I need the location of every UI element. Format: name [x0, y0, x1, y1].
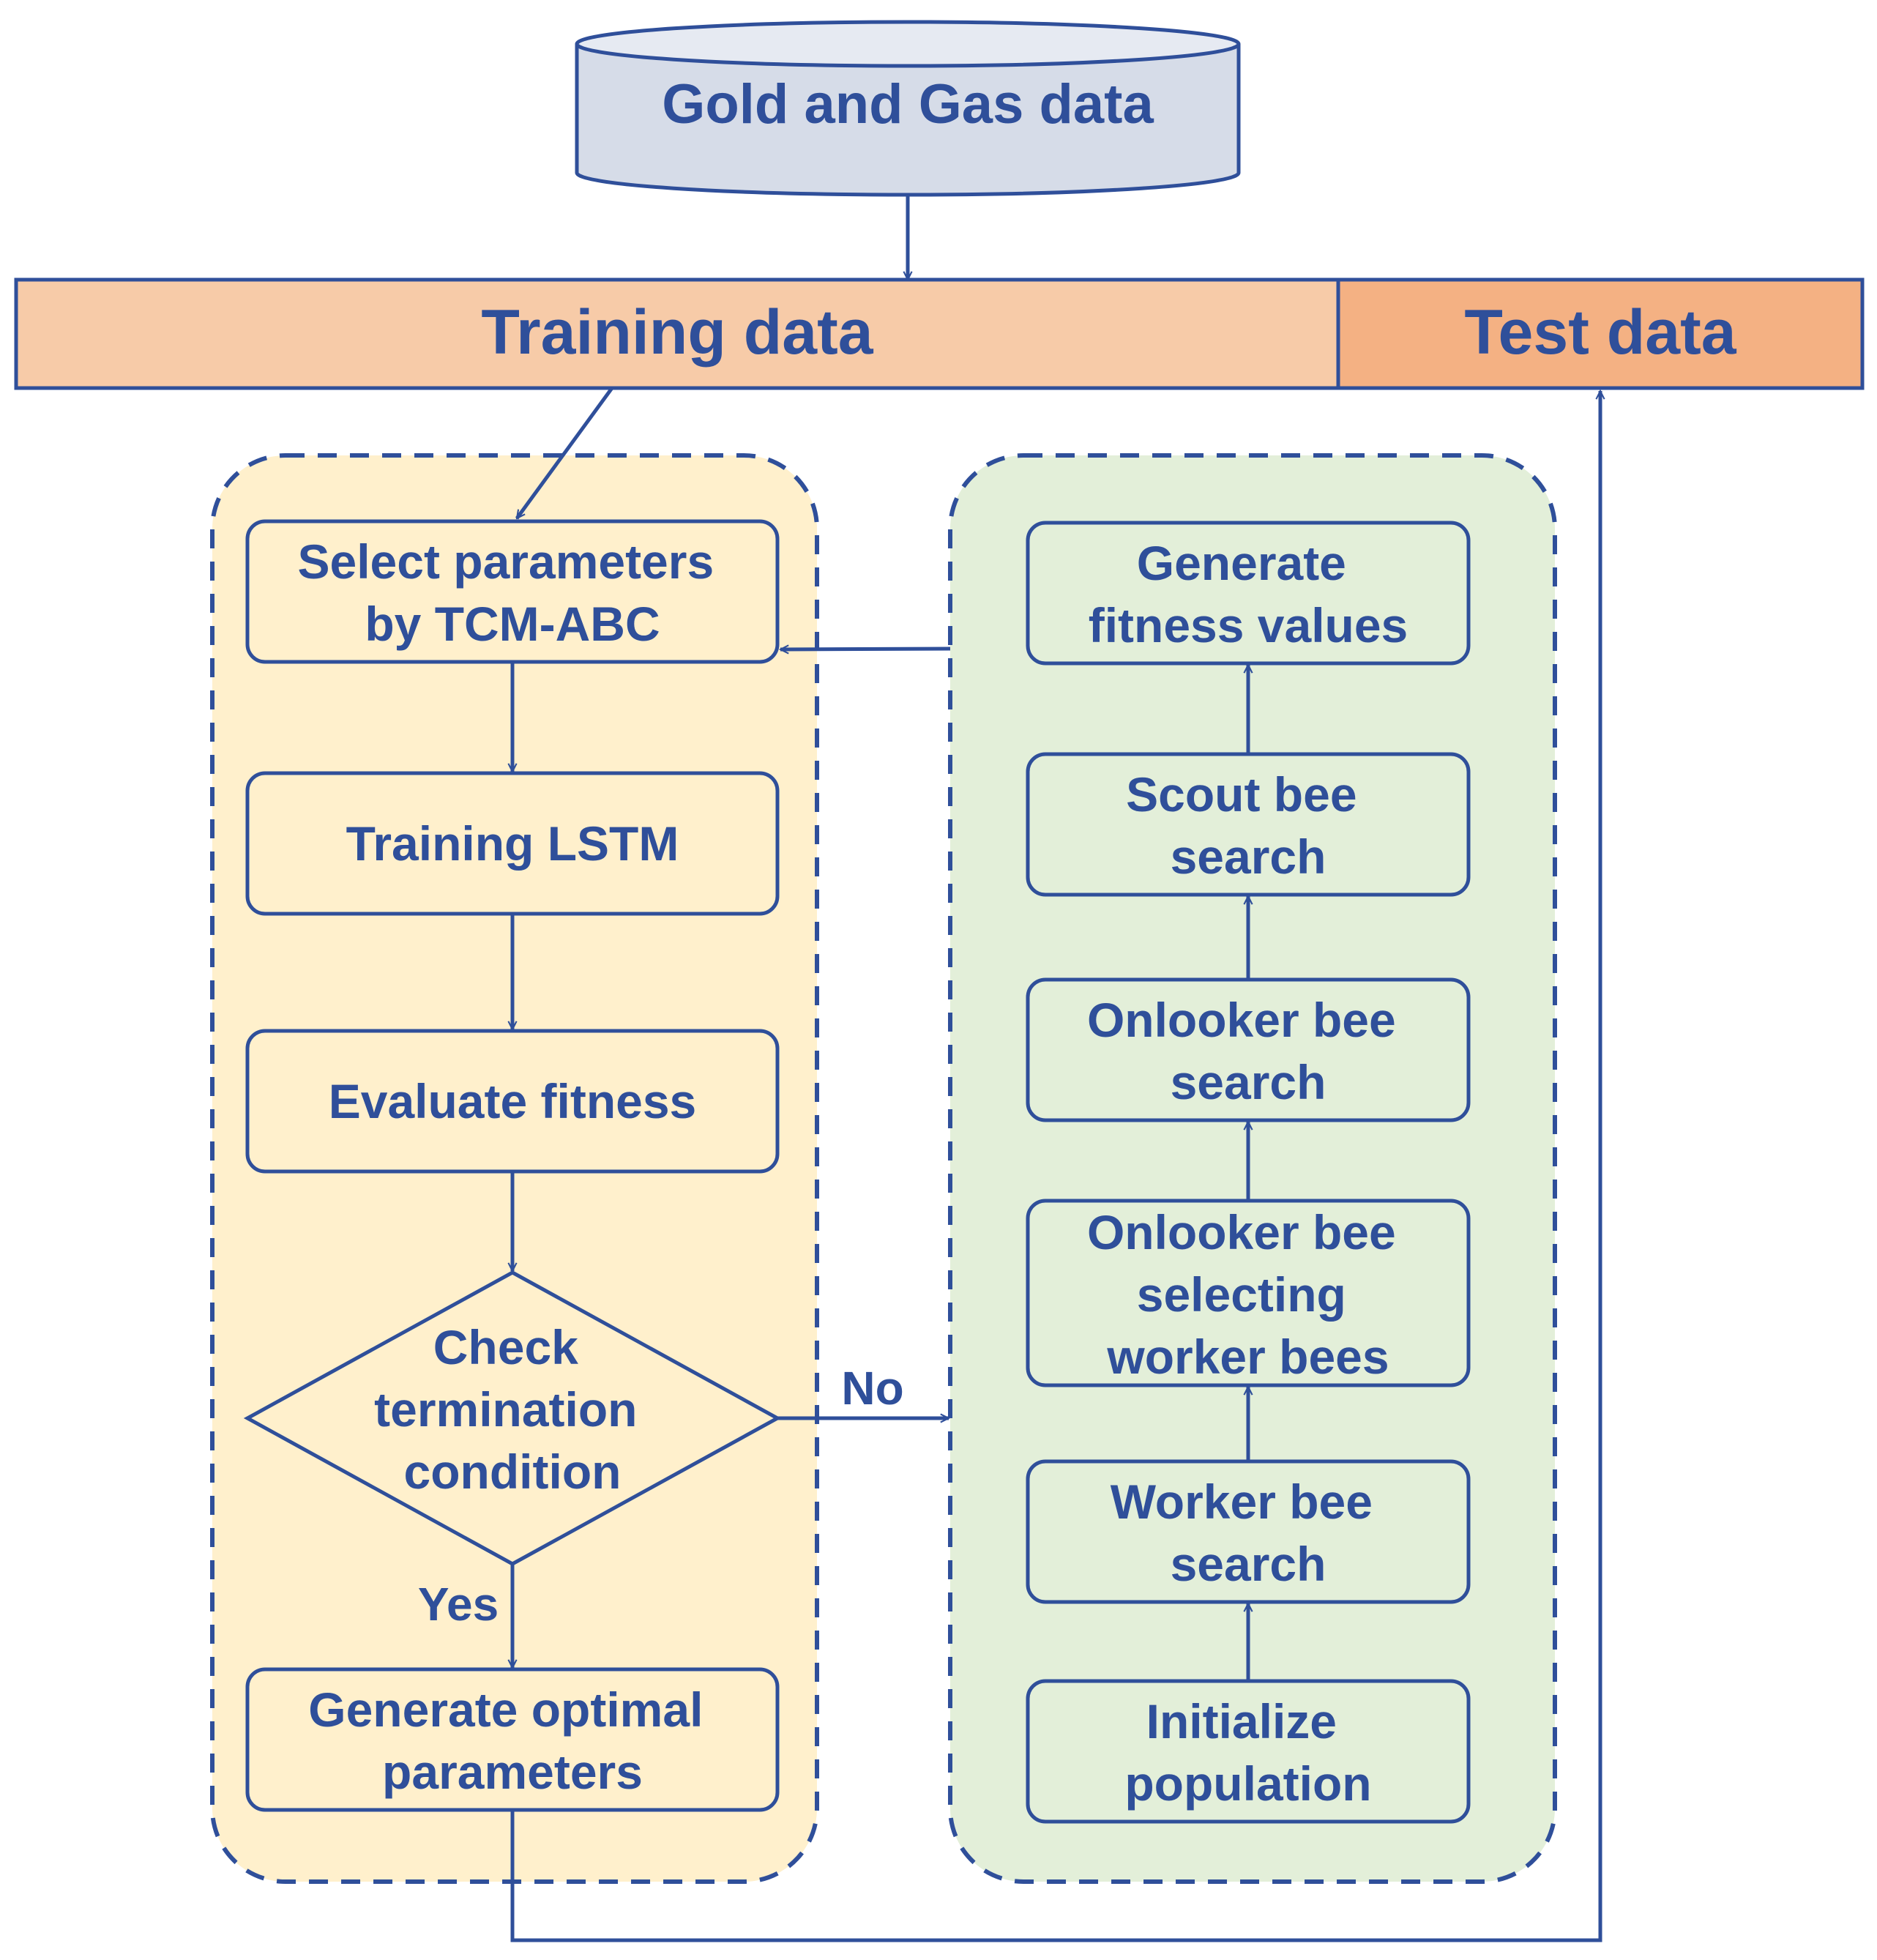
generate-optimal-label: Generate optimal parameters [308, 1683, 717, 1799]
onlooker-select-label: Onlooker bee selecting worker bees [1087, 1205, 1409, 1384]
gold-and-gas-database: Gold and Gas data [575, 20, 1241, 197]
worker-bee-label: Worker bee search [1111, 1475, 1387, 1591]
abc-panel [948, 453, 1557, 1884]
arrow-training-to-select [515, 387, 614, 518]
onlooker-search-label: Onlooker bee search [1087, 993, 1409, 1109]
database-label: Gold and Gas data [662, 73, 1154, 135]
select-parameters-label: Select parameters by TCM-ABC [297, 534, 727, 651]
arrow-optimal-to-test-data [510, 391, 1600, 1942]
training-data-label: Training data [481, 297, 873, 368]
generate-fitness-label: Generate fitness values [1089, 536, 1408, 652]
scout-bee-label: Scout bee search [1126, 767, 1370, 884]
training-lstm-label: Training LSTM [346, 816, 679, 871]
yes-label: Yes [418, 1578, 499, 1631]
training-data-bar [14, 277, 1340, 390]
evaluate-fitness-label: Evaluate fitness [329, 1074, 697, 1128]
initialize-population-label: Initialize population [1124, 1694, 1371, 1811]
generate-fitness-box [1026, 521, 1471, 666]
check-termination-label: Check termination condition [374, 1320, 651, 1499]
test-data-bar [1336, 277, 1865, 390]
test-data-label: Test data [1464, 297, 1736, 368]
no-label: No [841, 1362, 903, 1415]
